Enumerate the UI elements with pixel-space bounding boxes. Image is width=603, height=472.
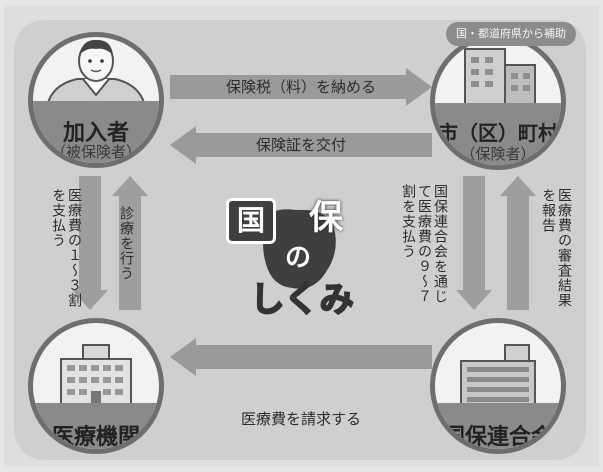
claim-label: 医療費を請求する xyxy=(240,410,361,428)
logo-text-shikumi: しくみ xyxy=(249,279,354,321)
treat-arrow xyxy=(112,176,148,310)
arrow-down-icon xyxy=(456,290,492,310)
logo-char-no: の xyxy=(284,243,311,273)
logo-blob-icon xyxy=(263,209,336,289)
logo-char-ho: 保 xyxy=(309,198,343,238)
medical-institution-label: 医療機関 xyxy=(51,425,140,450)
arrow-up-icon xyxy=(112,176,148,196)
copay-arrow xyxy=(72,176,108,310)
report-label: 医療費の審査結果を報告 xyxy=(540,188,572,308)
municipality-sublabel: （保険者） xyxy=(460,145,536,163)
federation-band xyxy=(435,403,561,449)
subscriber-sublabel: （被保険者） xyxy=(50,143,141,161)
office-building-icon xyxy=(460,344,536,408)
pay-through-arrow xyxy=(456,176,492,310)
pay-tax-label: 保険税（料）を納める xyxy=(225,78,376,96)
issue-card-arrow: 保険証を交付 xyxy=(170,126,432,164)
copay-label: 医療費の１～３割を支払う xyxy=(50,188,82,308)
municipality-node: 市（区）町村 （保険者） xyxy=(430,34,566,170)
issue-card-label: 保険証を交付 xyxy=(255,136,346,154)
medical-institution-band xyxy=(33,403,159,449)
kokuho-logo: 国 保 の しくみ xyxy=(226,188,376,328)
subscriber-node: 加入者 （被保険者） xyxy=(28,32,164,168)
subscriber-band xyxy=(33,101,159,163)
logo-char-koku: 国 xyxy=(226,198,276,244)
arrow-up-icon xyxy=(500,176,536,196)
pay-tax-arrow: 保険税（料）を納める xyxy=(170,68,432,106)
municipality-label: 市（区）町村 xyxy=(438,121,558,145)
hospital-icon xyxy=(60,344,132,408)
pay-through-label: 国保連合会を通じて医療費の９～７割を支払う xyxy=(400,184,448,304)
city-building-icon xyxy=(464,48,536,109)
arrow-right-icon xyxy=(406,68,432,106)
claim-arrow xyxy=(170,338,432,376)
federation-node: 国保連合会 xyxy=(430,318,566,454)
arrow-down-icon xyxy=(72,290,108,310)
subscriber-label: 加入者 xyxy=(62,121,129,146)
person-icon xyxy=(45,39,147,107)
municipality-band xyxy=(435,103,561,165)
report-arrow xyxy=(500,176,536,310)
federation-label: 国保連合会 xyxy=(442,425,553,450)
arrow-left-icon xyxy=(170,338,196,376)
arrow-left-icon xyxy=(170,126,196,164)
subsidy-badge: 国・都道府県から補助 xyxy=(446,22,576,46)
medical-institution-node: 医療機関 xyxy=(28,318,164,454)
treat-label: 診療を行う xyxy=(118,206,134,281)
